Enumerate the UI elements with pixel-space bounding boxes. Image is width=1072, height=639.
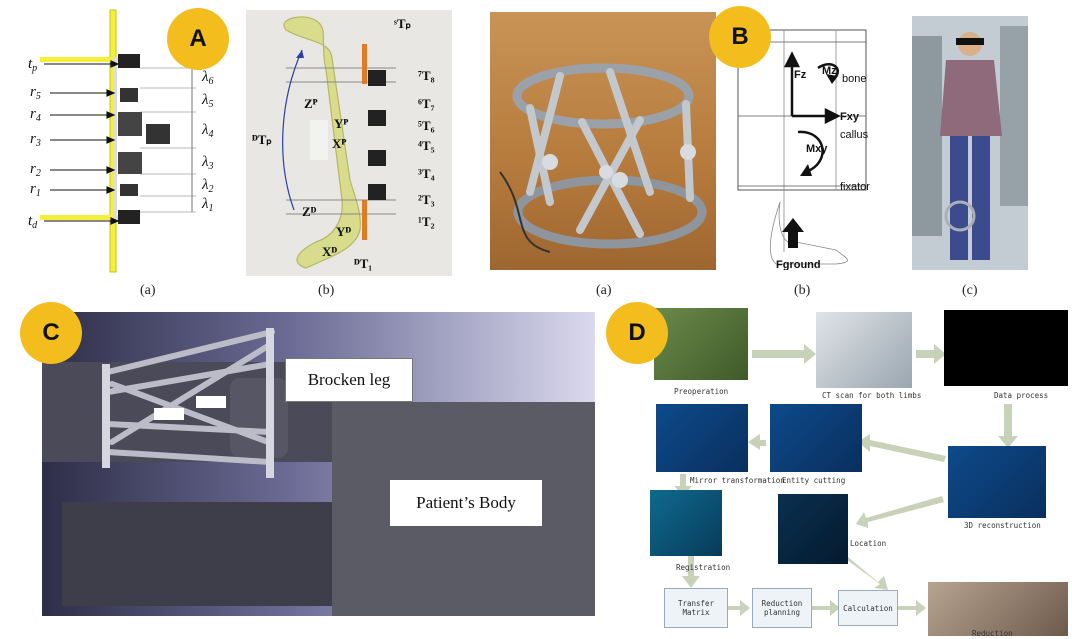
label-registration: Registration [676,563,730,572]
label-location: Location [850,539,886,548]
label-r4: r4 [30,106,41,124]
bone-label-t6: ⁵T₆ [418,118,435,133]
bone-label-xd: Xᴰ [322,244,337,259]
label-data-process: Data process [994,391,1048,400]
caption-a-a: (a) [140,283,156,298]
caption-b-b: (b) [794,283,811,298]
label-tp: tp [28,56,37,74]
label-l1: λ1 [201,196,214,214]
force-diagram: Fz Mz bone Fxy callus Mxy fixator Fgroun… [737,29,870,270]
thumb-preoperation [654,308,748,380]
label-callus: callus [840,129,869,141]
thumb-location [778,494,848,564]
bone-photo: ˢTₚ ⁷T₈ ⁶T₇ ⁵T₆ ⁴T₅ ³T₄ ²T₃ ¹T₂ ᴰT₁ ᴰTₚ … [246,10,452,276]
thumb-mirror [656,404,748,472]
patient-illustration [912,16,1028,270]
bone-label-zd: Zᴰ [302,204,317,219]
label-l6: λ6 [201,69,214,87]
label-broken-leg: Brocken leg [285,358,413,402]
bone-label-t1: ᴰT₁ [354,256,372,271]
label-mz: Mz [822,65,837,77]
bone-label-dtp: ᴰTₚ [252,132,272,147]
bone-illustration: ˢTₚ ⁷T₈ ⁶T₇ ⁵T₆ ⁴T₅ ³T₄ ²T₃ ¹T₂ ᴰT₁ ᴰTₚ … [246,10,452,276]
label-entity: Entity cutting [782,476,845,485]
bone-label-yd: Yᴰ [336,224,351,239]
label-fground: Fground [776,259,821,270]
box-calculation: Calculation [838,590,898,626]
hexapod-photo [490,12,716,270]
hexapod-illustration [499,63,707,253]
thumb-reconstruction [948,446,1046,518]
label-l3: λ3 [201,154,214,172]
box-reduction-planning: Reduction planning [752,588,812,628]
workflow-labels: Preoperation CT scan for both limbs Data… [674,387,1048,638]
badge-c: C [20,302,82,364]
bone-label-t2: ¹T₂ [418,214,435,229]
thumb-data-process [944,310,1068,386]
badge-d: D [606,302,668,364]
bone-label-t7: ⁶T₇ [418,96,435,111]
caption-a-b: (b) [318,283,335,298]
label-mxy: Mxy [806,143,828,155]
caption-b-c: (c) [962,283,978,298]
label-reduction: Reduction [972,629,1013,638]
caption-b-a: (a) [596,283,612,298]
label-reconstruction: 3D reconstruction [964,521,1041,530]
bone-label-t3: ²T₃ [418,192,435,207]
label-fixator: fixator [840,181,870,193]
label-bone: bone [842,73,866,85]
bone-label-t4: ³T₄ [418,166,435,181]
label-ct-scan: CT scan for both limbs [822,391,921,400]
bone-label-t5: ⁴T₅ [418,138,435,153]
label-r1: r1 [30,181,41,199]
thumb-registration [650,490,722,556]
simulation-illustration [42,328,595,616]
thumb-reduction [928,582,1068,636]
label-fz: Fz [794,69,807,81]
bone-label-t8: ⁷T₈ [418,68,435,83]
thumb-ct-scan [816,312,912,388]
label-r5: r5 [30,84,41,102]
bone-label-yp: Yᴾ [334,116,348,131]
box-transfer-matrix: Transfer Matrix [664,588,728,628]
bone-label-xp: Xᴾ [332,136,346,151]
label-fxy: Fxy [840,111,860,123]
label-preoperation: Preoperation [674,387,728,396]
fixator-struts-diagram: tp r5 r4 r3 r2 r1 td λ6 λ5 λ4 λ3 λ2 λ1 [28,9,214,273]
bone-label-zp: Zᴾ [304,96,318,111]
badge-b: B [709,6,771,68]
patient-photo [912,16,1028,270]
label-l5: λ5 [201,92,214,110]
label-patient-body: Patient’s Body [390,480,542,526]
label-mirror: Mirror transformation [690,476,785,485]
label-td: td [28,213,38,231]
label-r2: r2 [30,161,41,179]
bone-label-stp: ˢTₚ [394,16,411,31]
thumb-entity [770,404,862,472]
badge-a: A [167,8,229,70]
label-r3: r3 [30,131,41,149]
label-l2: λ2 [201,177,214,195]
simulation-render [42,312,595,616]
label-l4: λ4 [201,122,214,140]
